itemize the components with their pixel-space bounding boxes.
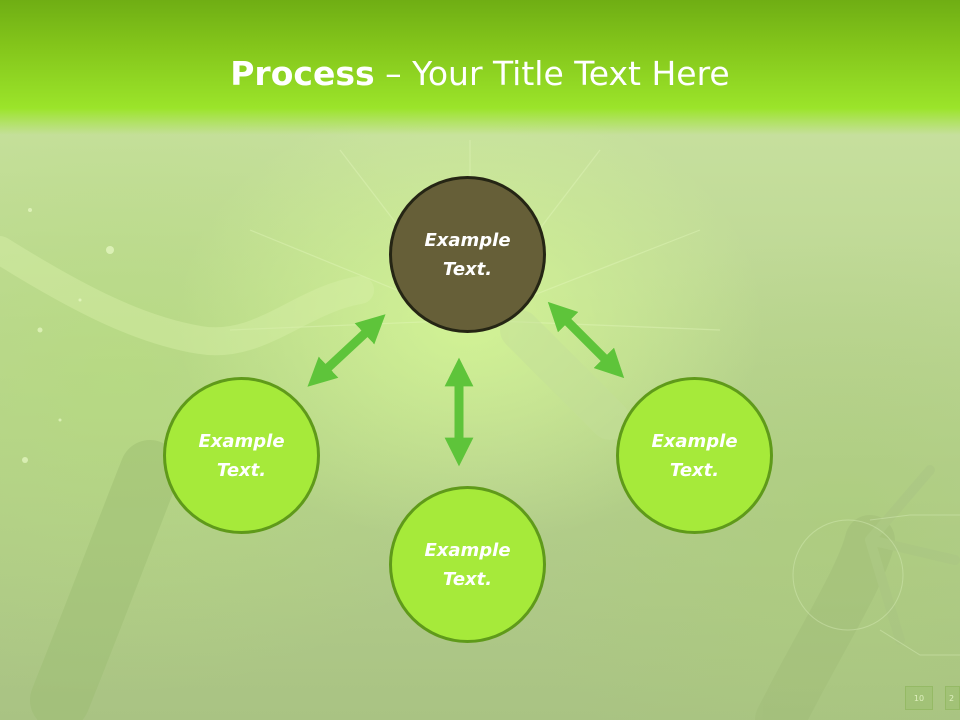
node-label: Example Text. [424, 539, 511, 590]
title-bar [0, 0, 960, 135]
process-node-right: Example Text. [616, 377, 773, 534]
node-label: Example Text. [651, 430, 738, 481]
process-node-top: Example Text. [389, 176, 546, 333]
process-node-left: Example Text. [163, 377, 320, 534]
arrow-top-left [307, 314, 386, 387]
process-node-bottom: Example Text. [389, 486, 546, 643]
title-rest: – Your Title Text Here [374, 54, 730, 93]
title-bold: Process [230, 54, 375, 93]
arrow-top-right [547, 301, 625, 379]
page-indicator: 10 [905, 686, 933, 710]
node-label: Example Text. [198, 430, 285, 481]
node-label: Example Text. [424, 229, 511, 280]
slide-title: Process – Your Title Text Here [0, 52, 960, 96]
page-indicator: 2 [945, 686, 960, 710]
